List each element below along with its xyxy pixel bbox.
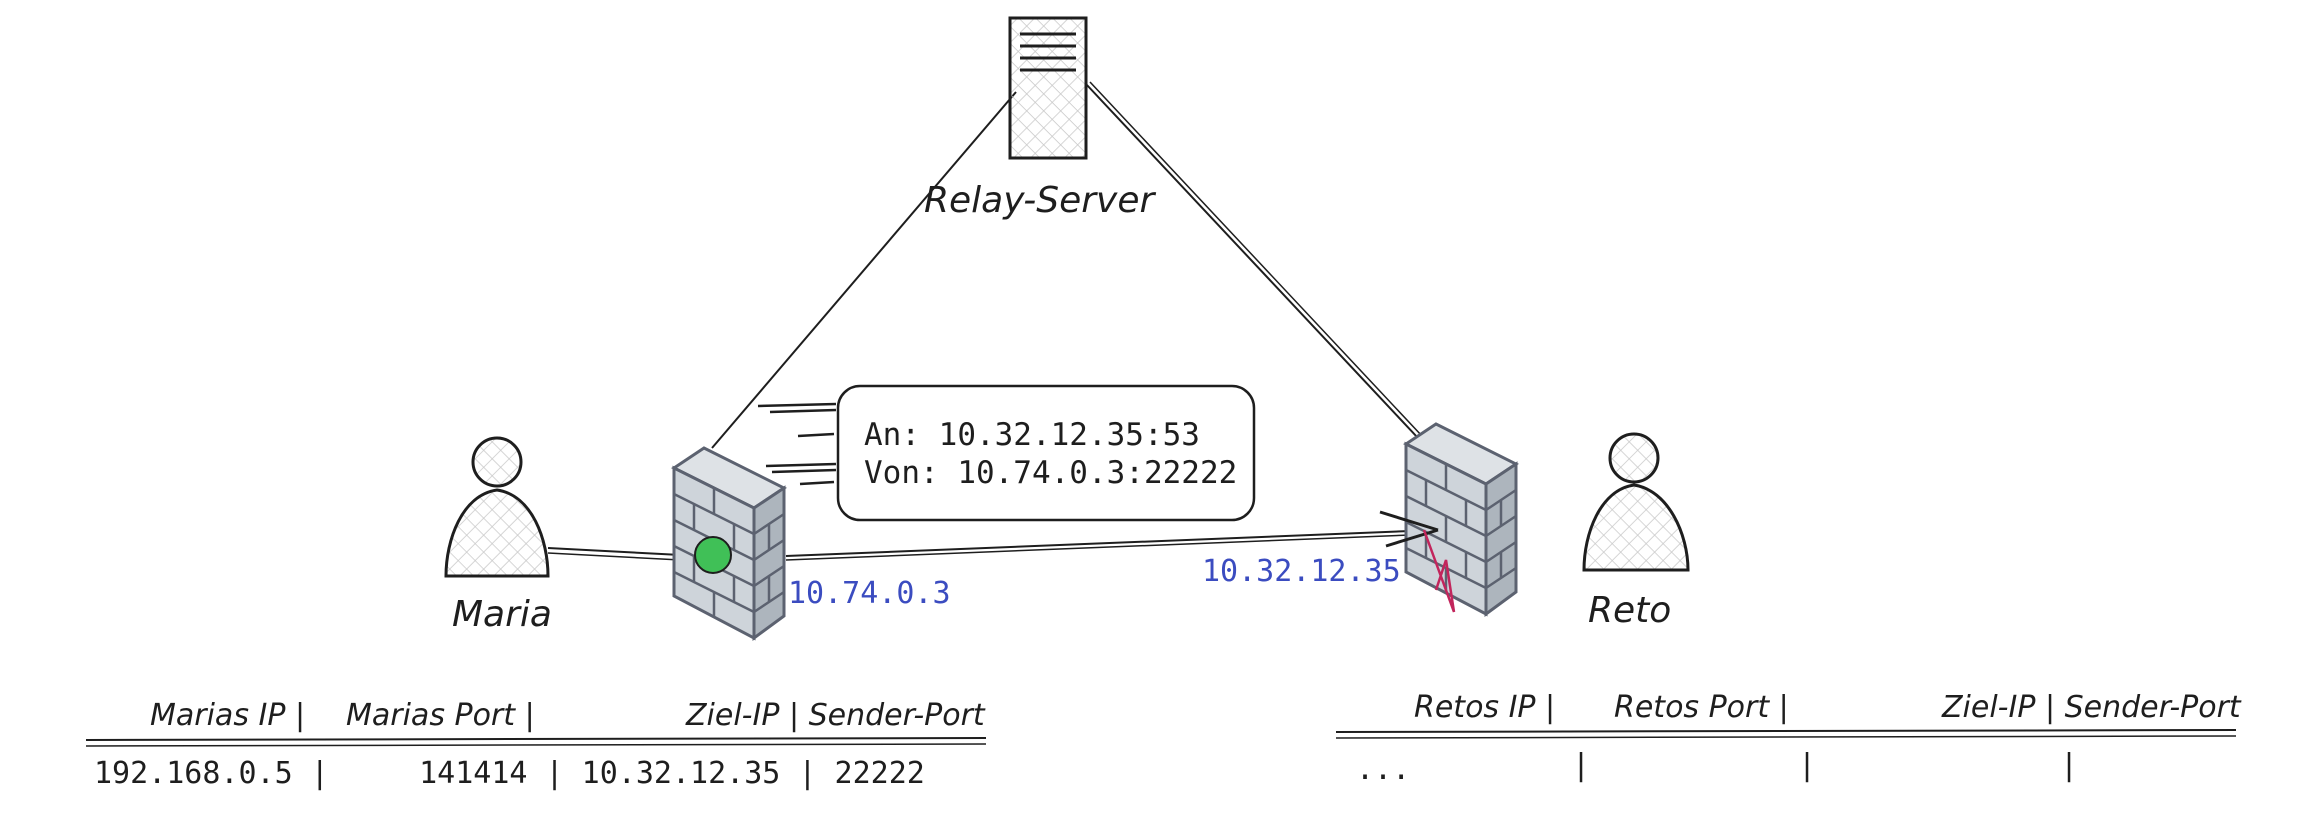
firewall-icon xyxy=(1403,422,1519,617)
blocked-mark xyxy=(1422,529,1456,613)
motion-lines xyxy=(757,402,837,486)
reto-table-separator: | xyxy=(1798,748,1817,783)
maria-label: Maria xyxy=(452,594,552,635)
server-icon xyxy=(1008,16,1088,160)
connection-maria-fw-to-reto-fw xyxy=(785,529,1437,561)
packet-line-destination: An: 10.32.12.35:53 xyxy=(864,417,1200,453)
reto-table-cell: ... xyxy=(1356,752,1411,787)
arrow-head xyxy=(1379,510,1439,548)
maria-table-header-target: Ziel-IP | Sender-Port xyxy=(686,698,985,733)
nat-dot xyxy=(694,536,732,574)
maria-table-header-port: Marias Port | xyxy=(346,698,535,733)
connection-maria-fw-to-relay xyxy=(711,91,1017,449)
reto-table-header-target: Ziel-IP | Sender-Port xyxy=(1942,690,2241,725)
reto-table-divider xyxy=(1335,729,2237,739)
reto-firewall-ip: 10.32.12.35 xyxy=(1202,554,1401,589)
reto-label: Reto xyxy=(1588,590,1672,631)
person-icon xyxy=(1582,432,1690,572)
maria-table-row: 192.168.0.5 | 141414 | 10.32.12.35 | 222… xyxy=(94,756,925,791)
firewall-icon xyxy=(671,446,787,641)
maria-firewall-ip: 10.74.0.3 xyxy=(788,576,951,611)
packet-bubble xyxy=(836,384,1256,522)
reto-table-separator: | xyxy=(1572,748,1591,783)
connection-relay-to-reto-fw xyxy=(1085,81,1423,439)
maria-table-divider xyxy=(85,737,987,747)
reto-table-header-ip: Retos IP | xyxy=(1414,690,1556,725)
packet-line-source: Von: 10.74.0.3:22222 xyxy=(864,455,1238,491)
relay-server-label: Relay-Server xyxy=(924,180,1155,221)
reto-table-separator: | xyxy=(2060,748,2079,783)
maria-table-header-ip: Marias IP | xyxy=(150,698,306,733)
person-icon xyxy=(444,436,550,578)
reto-table-header-port: Retos Port | xyxy=(1614,690,1789,725)
